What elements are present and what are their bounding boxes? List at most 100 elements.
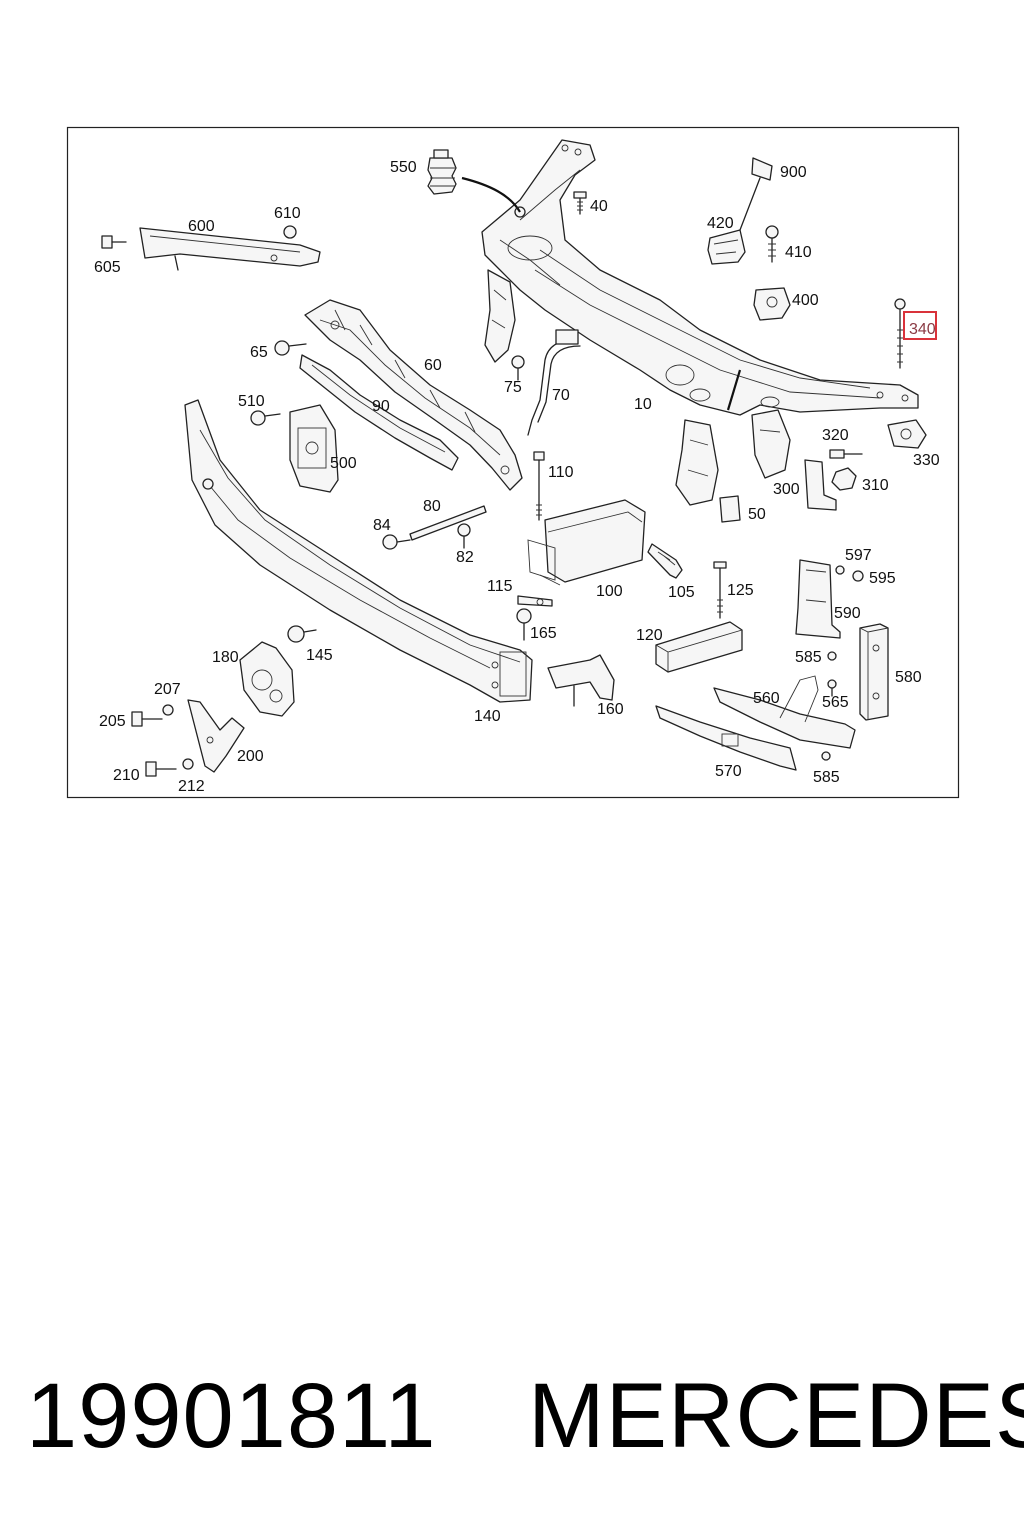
part-510 <box>250 410 281 426</box>
part-320 <box>829 449 863 459</box>
callout-310: 310 <box>862 477 889 494</box>
part-40 <box>573 191 587 215</box>
callout-900: 900 <box>780 164 807 181</box>
callout-510: 510 <box>238 393 265 410</box>
part-carrier-frame <box>481 139 919 506</box>
callout-570: 570 <box>715 763 742 780</box>
callout-580: 580 <box>895 669 922 686</box>
part-595 <box>852 570 864 582</box>
part-70 <box>527 329 581 436</box>
part-565 <box>827 679 837 697</box>
callout-595: 595 <box>869 570 896 587</box>
callout-110: 110 <box>548 464 574 481</box>
part-605 <box>101 235 127 249</box>
part-115 <box>517 595 553 607</box>
part-200 <box>187 699 245 773</box>
part-65 <box>274 340 307 356</box>
callout-75: 75 <box>504 379 522 396</box>
part-210 <box>145 761 177 777</box>
part-82 <box>457 523 471 549</box>
part-580 <box>859 623 889 721</box>
part-100 <box>527 499 646 586</box>
callout-145: 145 <box>306 647 333 664</box>
part-310 <box>831 467 857 491</box>
callout-180: 180 <box>212 649 239 666</box>
callout-585-2: 585 <box>813 769 840 786</box>
callout-50: 50 <box>748 506 766 523</box>
part-410 <box>765 225 779 263</box>
diagram-frame <box>66 126 960 799</box>
callout-212: 212 <box>178 778 205 795</box>
callout-105: 105 <box>668 584 695 601</box>
callout-125: 125 <box>727 582 754 599</box>
part-500 <box>289 404 339 493</box>
callout-210: 210 <box>113 767 140 784</box>
part-420 <box>707 157 773 265</box>
highlight-box <box>903 311 937 340</box>
callout-205: 205 <box>99 713 126 730</box>
part-585 <box>827 651 837 661</box>
callout-160: 160 <box>597 701 624 718</box>
callout-330: 330 <box>913 452 940 469</box>
callout-605: 605 <box>94 259 121 276</box>
callout-565: 565 <box>822 694 849 711</box>
callout-560: 560 <box>753 690 780 707</box>
callout-100: 100 <box>596 583 623 600</box>
part-165 <box>516 608 532 641</box>
callout-70: 70 <box>552 387 570 404</box>
part-105 <box>647 543 683 579</box>
callout-65: 65 <box>250 344 268 361</box>
callout-550: 550 <box>390 159 417 176</box>
part-212 <box>182 758 194 770</box>
callout-90: 90 <box>372 398 390 415</box>
callout-400: 400 <box>792 292 819 309</box>
callout-300: 300 <box>773 481 800 498</box>
part-550 <box>427 149 526 218</box>
part-400 <box>753 287 791 321</box>
part-597 <box>835 565 845 575</box>
callout-200: 200 <box>237 748 264 765</box>
part-585-lower <box>821 751 831 761</box>
part-120 <box>655 621 743 673</box>
part-90 <box>299 354 459 471</box>
part-610 <box>283 225 297 239</box>
part-340 <box>894 298 906 369</box>
part-84 <box>382 534 411 550</box>
part-330 <box>887 419 927 449</box>
part-60 <box>304 299 523 491</box>
part-560 <box>713 675 856 749</box>
callout-410: 410 <box>785 244 812 261</box>
callout-84: 84 <box>373 517 391 534</box>
callout-600: 600 <box>188 218 215 235</box>
part-125 <box>713 561 727 619</box>
part-110 <box>533 451 545 521</box>
callout-207: 207 <box>154 681 181 698</box>
part-50 <box>719 495 741 523</box>
callout-115: 115 <box>487 578 513 595</box>
callout-420: 420 <box>707 215 734 232</box>
callout-165: 165 <box>530 625 557 642</box>
part-140 <box>184 399 533 703</box>
callout-140: 140 <box>474 708 501 725</box>
callout-340: 340 <box>909 321 936 338</box>
part-180 <box>239 641 295 717</box>
part-160 <box>547 654 615 707</box>
callout-500: 500 <box>330 455 357 472</box>
part-number: 19901811 <box>26 1365 437 1467</box>
brand-name: MERCEDES <box>528 1365 1024 1467</box>
callout-80: 80 <box>423 498 441 515</box>
callout-597: 597 <box>845 547 872 564</box>
part-145 <box>287 625 317 643</box>
callout-60: 60 <box>424 357 442 374</box>
callout-120: 120 <box>636 627 663 644</box>
part-205 <box>131 711 163 727</box>
part-300 <box>804 459 837 511</box>
callout-610: 610 <box>274 205 301 222</box>
callout-82: 82 <box>456 549 474 566</box>
callout-320: 320 <box>822 427 849 444</box>
part-207 <box>162 704 174 716</box>
part-75 <box>511 355 525 381</box>
callout-40: 40 <box>590 198 608 215</box>
callout-585: 585 <box>795 649 822 666</box>
